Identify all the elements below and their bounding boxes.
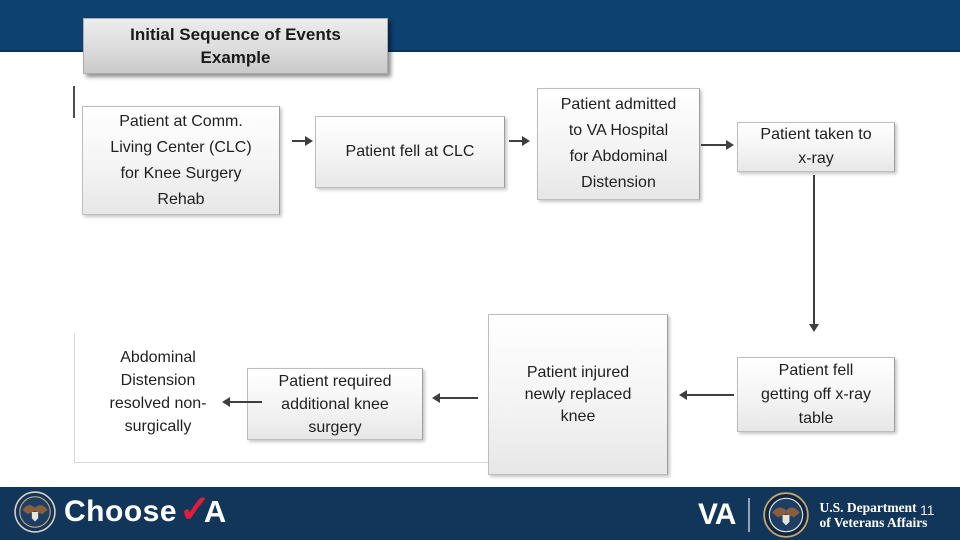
flow-box-admitted-va-hospital: Patient admitted to VA Hospital for Abdo…	[537, 88, 700, 200]
slide-title-line: Initial Sequence of Events	[130, 25, 341, 44]
flow-box-line: resolved non-	[109, 395, 207, 412]
flow-box-line: getting off x-ray	[761, 385, 871, 403]
flow-box-line: for Abdominal	[569, 148, 668, 165]
footer-divider	[748, 498, 751, 532]
flow-box-line: Patient fell	[778, 361, 854, 379]
flow-box-line: table	[798, 409, 834, 427]
flow-box-injured-knee: Patient injured newly replaced knee	[488, 314, 668, 475]
flow-box-line: Abdominal	[120, 349, 196, 366]
flow-box-line: Distension	[120, 372, 196, 389]
flow-box-fell-off-xray-table: Patient fell getting off x-ray table	[737, 357, 895, 432]
flow-box-line: Living Center (CLC)	[110, 138, 252, 156]
flow-box-patient-fell-at-clc: Patient fell at CLC	[315, 116, 505, 188]
dept-name-line: U.S. Department	[819, 500, 917, 515]
flow-box-additional-surgery: Patient required additional knee surgery	[247, 368, 423, 440]
flow-box-line: newly replaced	[524, 385, 632, 403]
flow-arrow-right-2	[509, 136, 530, 146]
flow-box-line: for Knee Surgery	[120, 164, 242, 182]
frame-line-left	[74, 333, 75, 462]
va-seal-icon	[14, 491, 56, 533]
chooseva-check-icon: ✓	[179, 489, 211, 531]
flow-arrow-right-3	[701, 140, 734, 150]
dept-name: U.S. Department of Veterans Affairs	[819, 500, 927, 530]
flow-box-resolved-nonsurgically: Abdominal Distension resolved non- surgi…	[78, 344, 238, 440]
flow-box-taken-to-xray: Patient taken to x-ray	[737, 122, 895, 172]
flow-box-line: surgery	[308, 418, 362, 436]
flow-box-line: Patient required	[278, 372, 392, 390]
va-wordmark: VA	[698, 498, 736, 531]
flow-arrow-right-1	[292, 136, 313, 146]
flow-box-line: to VA Hospital	[568, 122, 669, 139]
slide-title-line: Example	[200, 48, 271, 67]
va-department-logo: VA U.S. Department of Veterans Affairs	[698, 492, 927, 538]
flow-box-line: Distension	[581, 174, 656, 191]
flow-box-line: Patient at Comm.	[119, 112, 243, 130]
flow-box-line: x-ray	[798, 150, 834, 167]
flow-arrow-left-2	[432, 393, 478, 403]
va-seal-icon	[763, 492, 810, 538]
chooseva-logo: Choose ✓ A	[14, 491, 226, 533]
frame-line-bottom	[74, 462, 520, 463]
flow-box-line: Rehab	[157, 190, 205, 208]
flow-box-line: Patient fell at CLC	[345, 143, 475, 160]
chooseva-a-text: A	[203, 494, 227, 529]
flow-arrow-down	[809, 175, 819, 332]
page-number: 11	[920, 502, 935, 518]
flow-arrow-left-1	[679, 390, 734, 400]
flow-box-patient-at-clc: Patient at Comm. Living Center (CLC) for…	[82, 106, 280, 215]
slide-title-box: Initial Sequence of Events Example	[83, 18, 388, 74]
flow-box-line: Patient injured	[526, 363, 630, 381]
flow-box-line: Patient taken to	[760, 126, 872, 143]
flow-box-line: surgically	[124, 418, 192, 435]
flow-box-line: additional knee	[281, 395, 389, 413]
dept-name-line: of Veterans Affairs	[819, 515, 928, 530]
flow-arrow-left-3	[222, 397, 262, 407]
flow-box-line: Patient admitted	[560, 96, 677, 113]
chooseva-choose-text: Choose	[64, 495, 178, 528]
frame-line-top-left	[73, 86, 75, 118]
flow-box-line: knee	[560, 407, 596, 425]
